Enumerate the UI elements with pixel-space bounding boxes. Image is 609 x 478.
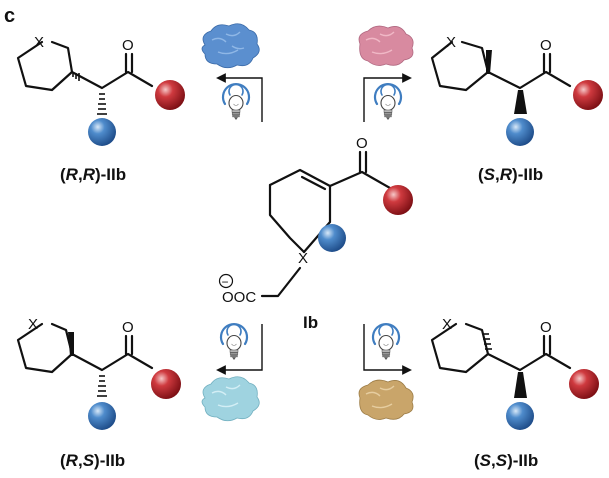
- enzyme-blob-sr: [358, 25, 414, 66]
- arrow-to-sr: [363, 73, 412, 122]
- wedge-bond-down: [514, 90, 527, 114]
- red-sphere: [569, 369, 599, 399]
- red-sphere: [573, 80, 603, 110]
- label-rr: (R,R)-IIb: [60, 165, 126, 184]
- label-rs: (R,S)-IIb: [60, 451, 125, 470]
- atom-x: X: [28, 316, 38, 333]
- hashed-bond: [483, 333, 492, 350]
- hashed-bond-down: [97, 93, 107, 115]
- atom-o: O: [540, 319, 552, 336]
- blue-sphere: [506, 402, 534, 430]
- atom-x: X: [442, 316, 452, 333]
- atom-x: X: [34, 34, 44, 51]
- product-rs: X O (R,S)-IIb: [16, 316, 263, 470]
- product-sr: X O (S,R)-IIb: [358, 25, 603, 184]
- red-sphere: [155, 80, 185, 110]
- charge-circle: [218, 273, 234, 289]
- hashed-bond-down: [97, 375, 107, 397]
- arrow-to-rr: [216, 73, 263, 122]
- blue-sphere: [506, 118, 534, 146]
- substrate-ib: O X OOC − Ib: [218, 135, 413, 332]
- charge-minus: −: [222, 275, 229, 289]
- carboxylate: OOC: [222, 289, 256, 306]
- atom-o: O: [540, 37, 552, 54]
- atom-o: O: [122, 37, 134, 54]
- arrow-to-ss: [363, 324, 412, 375]
- wedge-bond: [68, 332, 74, 356]
- panel-label: c: [4, 5, 15, 27]
- arrow-to-rs: [216, 324, 263, 375]
- blue-sphere: [318, 224, 346, 252]
- product-ss: X O (S,S)-IIb: [358, 316, 599, 470]
- atom-x-center: X: [298, 250, 308, 267]
- lightbulb-icon: [373, 82, 403, 122]
- red-sphere: [383, 185, 413, 215]
- product-rr: X O (R,R)-IIb: [16, 23, 263, 184]
- enzyme-blob-rr: [201, 23, 260, 69]
- atom-o-center: O: [356, 135, 368, 152]
- lightbulb-icon: [221, 82, 251, 122]
- enzyme-blob-rs: [201, 376, 260, 422]
- label-sr: (S,R)-IIb: [478, 165, 543, 184]
- wedge-bond: [486, 50, 492, 74]
- enzyme-blob-ss: [358, 379, 414, 420]
- blue-sphere: [88, 118, 116, 146]
- blue-sphere: [88, 402, 116, 430]
- lightbulb-icon: [371, 322, 401, 362]
- atom-o: O: [122, 319, 134, 336]
- label-ib: Ib: [303, 313, 318, 332]
- wedge-bond-down: [514, 372, 527, 398]
- atom-x: X: [446, 34, 456, 51]
- lightbulb-icon: [219, 322, 249, 362]
- label-ss: (S,S)-IIb: [474, 451, 538, 470]
- red-sphere: [151, 369, 181, 399]
